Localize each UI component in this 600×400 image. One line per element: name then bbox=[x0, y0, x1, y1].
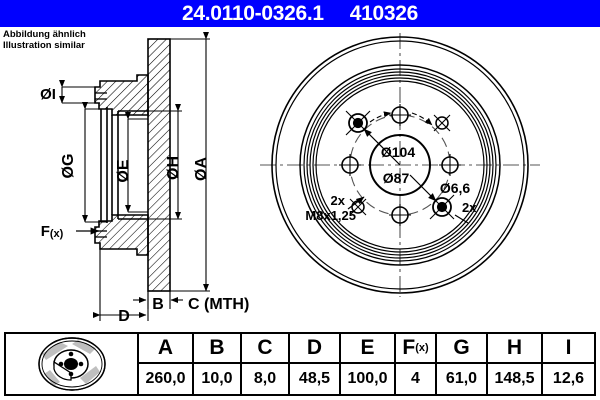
table-value-i: 12,6 bbox=[552, 370, 585, 387]
table-value-g: 61,0 bbox=[445, 370, 478, 387]
label-centre-bore: Ø87 bbox=[383, 170, 410, 186]
table-header-key: E bbox=[360, 336, 375, 359]
hole-arc-arrows bbox=[369, 111, 433, 126]
table-column-h: H 148,5 bbox=[488, 334, 543, 394]
table-header-a: A bbox=[139, 334, 192, 364]
illustration-note: Abbildung ähnlich Illustration similar bbox=[3, 29, 86, 51]
table-columns: A 260,0 B 10,0 C 8,0 D 48,5 E 100,0 F(x) 4 G 61,0 H 148… bbox=[139, 334, 594, 394]
face-view: Ø104 Ø87 Ø6,6 2x 2x M8x1,25 bbox=[260, 33, 540, 297]
table-header-d: D bbox=[290, 334, 339, 364]
note-line-en: Illustration similar bbox=[3, 40, 85, 51]
locating-hole bbox=[345, 110, 371, 136]
label-thread: M8x1,25 bbox=[305, 208, 356, 223]
brake-disc-icon-cell bbox=[6, 334, 139, 394]
table-value-h: 148,5 bbox=[494, 370, 535, 387]
table-header-i: I bbox=[543, 334, 594, 364]
label-c: C (MTH) bbox=[188, 296, 249, 313]
table-header-h: H bbox=[488, 334, 541, 364]
wheel-bolt-holes bbox=[339, 104, 461, 226]
table-value-f: 4 bbox=[411, 370, 420, 387]
label-dia-e: ØE bbox=[115, 159, 132, 182]
wheel-bolt-hole bbox=[439, 154, 461, 176]
centre-bore-circle bbox=[369, 134, 431, 196]
table-column-f: F(x) 4 bbox=[396, 334, 437, 394]
label-hole-dia: Ø6,6 bbox=[440, 180, 471, 196]
table-column-e: E 100,0 bbox=[341, 334, 396, 394]
table-header-key: A bbox=[157, 336, 174, 359]
thread-hole bbox=[433, 114, 451, 132]
table-header-e: E bbox=[341, 334, 394, 364]
wheel-bolt-hole bbox=[389, 204, 411, 226]
hub-ledge-lines bbox=[95, 92, 107, 238]
specification-table: A 260,0 B 10,0 C 8,0 D 48,5 E 100,0 F(x) 4 G 61,0 H 148… bbox=[4, 332, 596, 396]
table-header-g: G bbox=[437, 334, 486, 364]
label-dia-h: ØH bbox=[165, 156, 182, 180]
table-column-d: D 48,5 bbox=[290, 334, 341, 394]
table-column-i: I 12,6 bbox=[543, 334, 594, 394]
leader-hole-dia bbox=[409, 174, 469, 224]
label-fx: F(x) bbox=[41, 223, 64, 240]
part-number: 24.0110-0326.1 bbox=[181, 2, 324, 25]
friction-ring-section bbox=[147, 38, 171, 292]
locating-holes bbox=[345, 110, 455, 220]
table-header-key: D bbox=[306, 336, 323, 359]
dimension-dia-i bbox=[58, 79, 100, 104]
cross-section-view: ØI ØG ØE bbox=[40, 31, 249, 325]
table-value-c: 8,0 bbox=[253, 370, 277, 387]
table-value-e: 100,0 bbox=[347, 370, 388, 387]
table-column-c: C 8,0 bbox=[242, 334, 290, 394]
dimension-d bbox=[92, 249, 149, 321]
label-thread-count: 2x bbox=[331, 193, 346, 208]
wheel-bolt-hole bbox=[389, 104, 411, 126]
dimension-dia-a bbox=[170, 31, 210, 292]
table-header-sub: (x) bbox=[415, 342, 429, 354]
label-b: B bbox=[152, 296, 164, 313]
dimension-dia-e bbox=[124, 111, 148, 213]
label-dia-g: ØG bbox=[60, 154, 77, 179]
table-header-key: G bbox=[453, 336, 470, 359]
label-d: D bbox=[118, 308, 130, 325]
wheel-bolt-hole bbox=[339, 154, 361, 176]
table-column-b: B 10,0 bbox=[194, 334, 242, 394]
label-dia-a: ØA bbox=[193, 157, 210, 181]
header-bar: 24.0110-0326.1 410326 bbox=[0, 0, 600, 27]
disc-outer-circles bbox=[271, 36, 529, 294]
label-dia-i: ØI bbox=[40, 86, 56, 103]
drawing-area: ØI ØG ØE bbox=[0, 27, 600, 327]
table-header-key: B bbox=[209, 336, 225, 359]
hub-hat-section bbox=[94, 74, 149, 256]
dimension-dia-g bbox=[81, 101, 107, 223]
table-header-key: H bbox=[506, 336, 523, 359]
table-header-f: F(x) bbox=[396, 334, 435, 364]
table-header-b: B bbox=[194, 334, 240, 364]
table-header-key: C bbox=[257, 336, 273, 359]
table-header-key: F bbox=[402, 336, 416, 359]
table-value-b: 10,0 bbox=[201, 370, 233, 387]
table-column-a: A 260,0 bbox=[139, 334, 194, 394]
label-hole-count: 2x bbox=[462, 200, 477, 215]
table-header-key: I bbox=[565, 336, 572, 359]
note-line-de: Abbildung ähnlich bbox=[3, 29, 86, 40]
leader-thread bbox=[347, 196, 365, 210]
hub-cavity-outline bbox=[100, 107, 148, 223]
table-value-d: 48,5 bbox=[298, 370, 331, 387]
table-column-g: G 61,0 bbox=[437, 334, 488, 394]
dimension-dia-h bbox=[148, 103, 182, 220]
leader-pcd bbox=[363, 128, 401, 166]
article-number: 410326 bbox=[349, 2, 419, 25]
table-value-a: 260,0 bbox=[145, 370, 186, 387]
table-header-c: C bbox=[242, 334, 288, 364]
label-pcd: Ø104 bbox=[381, 144, 415, 160]
brake-disc-icon bbox=[37, 337, 106, 391]
